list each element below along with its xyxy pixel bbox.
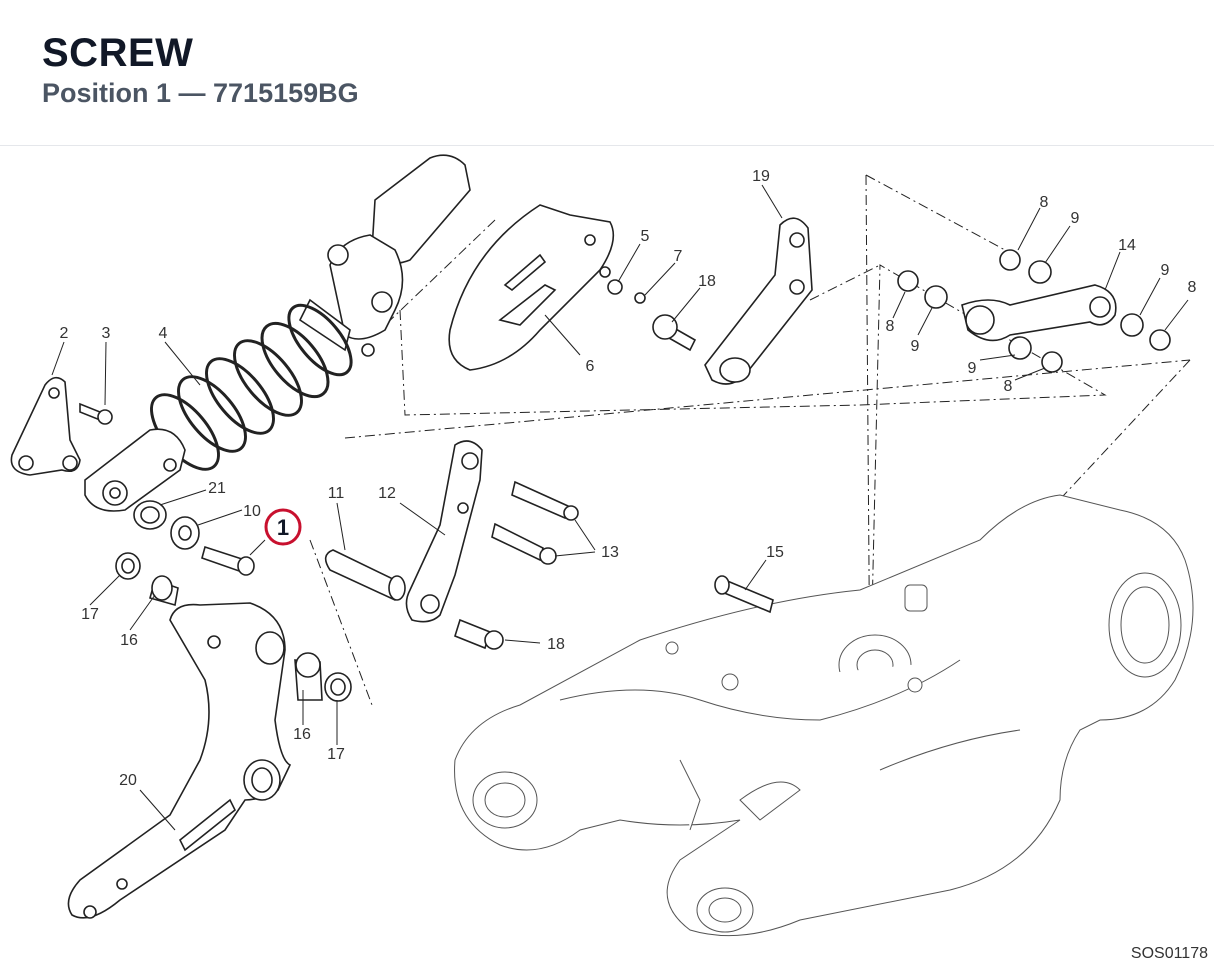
callout-label-4: 4 (159, 325, 168, 342)
tie-rod-link (652, 217, 813, 385)
callout-label-2: 2 (60, 325, 69, 342)
callout-label-15: 15 (766, 544, 784, 561)
callout-label-5: 5 (641, 228, 650, 245)
callout-label-14: 14 (1118, 237, 1136, 254)
callout-label-11: 11 (328, 485, 345, 502)
callout-label-9-d: 9 (968, 360, 977, 377)
callout-label-6: 6 (586, 358, 595, 375)
callout-label-8-c: 8 (886, 318, 895, 335)
callout-label-13: 13 (601, 544, 619, 561)
upper-shock-bracket (10, 376, 113, 476)
connecting-rod (897, 249, 1171, 373)
callout-label-9-c: 9 (911, 338, 920, 355)
heel-guard (448, 204, 646, 371)
leader-lines (51, 184, 1189, 831)
shock-absorber (84, 154, 471, 512)
callout-labels: 2 3 4 5 6 7 18 19 8 9 14 9 8 8 9 9 8 21 … (60, 168, 1197, 789)
callout-label-12: 12 (378, 485, 396, 502)
exploded-parts-diagram: 1 2 3 4 5 6 7 18 19 8 9 14 9 8 8 9 9 8 2… (0, 147, 1214, 967)
callout-label-16-a: 16 (120, 632, 138, 649)
callout-label-18-top: 18 (698, 273, 716, 290)
callout-label-16-b: 16 (293, 726, 311, 743)
washers-and-screw (133, 500, 255, 576)
callout-label-8-a: 8 (1040, 194, 1049, 211)
callout-label-1: 1 (277, 515, 289, 540)
header: SCREW Position 1 — 7715159BG (0, 0, 1214, 146)
callout-label-3: 3 (102, 325, 111, 342)
callout-label-19: 19 (752, 168, 770, 185)
part-position-subtitle: Position 1 — 7715159BG (42, 78, 359, 108)
callout-label-18-bottom: 18 (547, 636, 565, 653)
swingarm (454, 494, 1194, 937)
callout-label-17-a: 17 (81, 606, 99, 623)
callout-label-7: 7 (674, 248, 683, 265)
callout-label-10: 10 (243, 503, 261, 520)
page-title: SCREW (42, 31, 194, 75)
callout-label-17-b: 17 (327, 746, 345, 763)
callout-label-20: 20 (119, 772, 137, 789)
linkage-link (324, 440, 579, 650)
callout-label-9-b: 9 (1161, 262, 1170, 279)
callout-label-21: 21 (208, 480, 226, 497)
callout-label-9-a: 9 (1071, 210, 1080, 227)
callout-position-1[interactable]: 1 (264, 508, 302, 546)
swingarm-screw (714, 575, 774, 614)
sheet-code: SOS01178 (1130, 945, 1208, 962)
callout-label-8-b: 8 (1188, 279, 1197, 296)
callout-label-8-d: 8 (1004, 378, 1013, 395)
rocker-lever (67, 552, 352, 919)
callout-circle (264, 508, 302, 546)
